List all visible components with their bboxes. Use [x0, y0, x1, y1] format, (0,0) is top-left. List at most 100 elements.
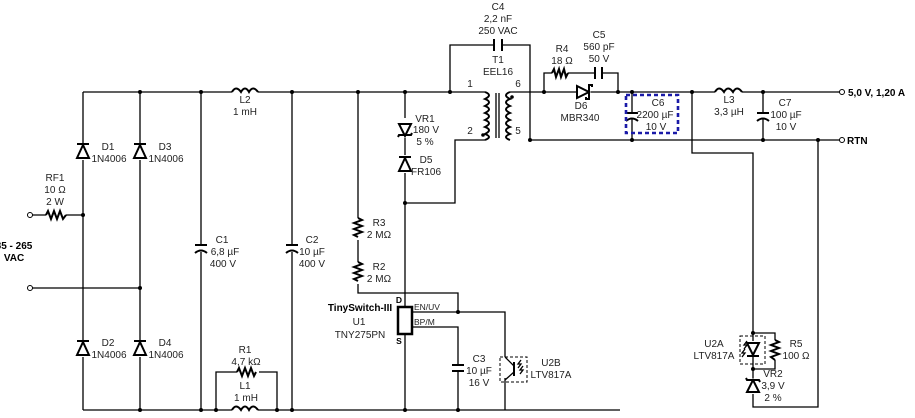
l2-inductor[interactable] — [231, 87, 259, 95]
u2b-phototransistor[interactable] — [499, 356, 528, 383]
t1-value: EEL16 — [483, 67, 513, 78]
r3-resistor[interactable] — [351, 217, 365, 238]
c6-highlight-box — [624, 93, 680, 135]
d3-diode[interactable] — [132, 142, 148, 159]
c4-ref: C4 — [492, 2, 505, 13]
vr2-ref: VR2 — [763, 369, 783, 380]
input-voltage-label-2: VAC — [4, 253, 24, 264]
l1-inductor[interactable] — [231, 405, 259, 413]
d4-ref: D4 — [159, 338, 172, 349]
c5-ref: C5 — [593, 30, 606, 41]
c2-capacitor[interactable] — [285, 244, 299, 254]
c2-ref: C2 — [306, 235, 319, 246]
d2-ref: D2 — [102, 338, 115, 349]
t1-transformer[interactable] — [481, 91, 514, 141]
c5-value: 560 pF — [583, 42, 614, 53]
c2-rating: 400 V — [299, 259, 325, 270]
wires — [32, 44, 837, 411]
r5-ref: R5 — [790, 339, 803, 350]
r3-value: 2 MΩ — [367, 230, 392, 241]
ac-input-terminal-2[interactable] — [27, 285, 33, 291]
u2a-value: LTV817A — [694, 351, 735, 362]
vr1-zener[interactable] — [397, 123, 413, 139]
c4-value: 2,2 nF — [484, 14, 512, 25]
c4-capacitor[interactable] — [493, 39, 503, 51]
c5-capacitor[interactable] — [594, 67, 603, 79]
d1-diode[interactable] — [75, 142, 91, 159]
r2-ref: R2 — [373, 262, 386, 273]
vr2-rating: 2 % — [764, 393, 781, 404]
t1-pin-5: 5 — [515, 126, 521, 137]
u1-ref: U1 — [353, 317, 366, 328]
r4-ref: R4 — [556, 44, 569, 55]
c3-capacitor[interactable] — [452, 364, 464, 372]
u2b-ref: U2B — [541, 358, 561, 369]
c3-rating: 16 V — [469, 378, 490, 389]
l2-value: 1 mH — [233, 107, 257, 118]
u1-value: TNY275PN — [335, 330, 386, 341]
rtn-label: RTN — [847, 136, 868, 147]
rf1-rating: 2 W — [46, 197, 64, 208]
r3-ref: R3 — [373, 218, 386, 229]
c7-capacitor[interactable] — [756, 112, 770, 122]
d3-value: 1N4006 — [148, 154, 183, 165]
d5-diode[interactable] — [397, 155, 413, 172]
u1-pin-bp: BP/M — [414, 317, 435, 327]
d2-value: 1N4006 — [91, 350, 126, 361]
c7-value: 100 µF — [770, 110, 801, 121]
u1-pin-s: S — [396, 336, 402, 346]
c6-rating: 10 V — [646, 122, 667, 133]
d1-value: 1N4006 — [91, 154, 126, 165]
vr2-zener[interactable] — [745, 377, 761, 393]
t1-ref: T1 — [492, 55, 504, 66]
vr1-value: 180 V — [413, 125, 439, 136]
junction-dots — [81, 90, 820, 412]
vout-label: 5,0 V, 1,20 A — [848, 88, 905, 99]
l1-ref: L1 — [239, 381, 251, 392]
l3-ref: L3 — [723, 95, 735, 106]
d6-value: MBR340 — [561, 113, 600, 124]
r1-ref: R1 — [239, 345, 252, 356]
vr1-ref: VR1 — [415, 114, 435, 125]
t1-pin-2: 2 — [467, 126, 473, 137]
vout-terminal[interactable] — [837, 89, 845, 95]
d3-ref: D3 — [159, 142, 172, 153]
r1-resistor[interactable] — [236, 365, 257, 379]
c1-ref: C1 — [216, 235, 229, 246]
u2a-led[interactable] — [739, 335, 766, 365]
c7-rating: 10 V — [776, 122, 797, 133]
u1-pin-d: D — [396, 295, 402, 305]
c6-value: 2200 µF — [637, 110, 674, 121]
rf1-resistor[interactable] — [45, 208, 67, 222]
d1-ref: D1 — [102, 142, 115, 153]
t1-pin-6: 6 — [515, 79, 521, 90]
c1-capacitor[interactable] — [194, 244, 208, 254]
d4-value: 1N4006 — [148, 350, 183, 361]
u2a-ref: U2A — [704, 339, 724, 350]
d6-ref: D6 — [575, 101, 588, 112]
c6-ref: C6 — [652, 98, 665, 109]
l3-inductor[interactable] — [714, 87, 743, 94]
r2-resistor[interactable] — [351, 261, 365, 282]
r1-value: 4,7 kΩ — [231, 357, 261, 368]
d6-schottky-diode[interactable] — [576, 84, 593, 100]
l3-value: 3,3 µH — [714, 107, 744, 118]
rtn-terminal[interactable] — [820, 137, 845, 143]
u2b-value: LTV817A — [531, 370, 572, 381]
d4-diode[interactable] — [132, 339, 148, 356]
u1-ic[interactable] — [396, 305, 414, 336]
rf1-value: 10 Ω — [44, 185, 66, 196]
rf1-ref: RF1 — [46, 173, 65, 184]
c3-ref: C3 — [473, 354, 486, 365]
t1-pin-1: 1 — [467, 79, 473, 90]
r5-resistor[interactable] — [768, 339, 782, 361]
ac-input-terminal-1[interactable] — [27, 212, 33, 218]
d5-value: FR106 — [411, 167, 441, 178]
c3-value: 10 µF — [466, 366, 492, 377]
c4-rating: 250 VAC — [478, 26, 517, 37]
d2-diode[interactable] — [75, 339, 91, 356]
r4-resistor[interactable] — [551, 65, 569, 81]
vr2-value: 3,9 V — [761, 381, 785, 392]
r5-value: 100 Ω — [783, 351, 810, 362]
